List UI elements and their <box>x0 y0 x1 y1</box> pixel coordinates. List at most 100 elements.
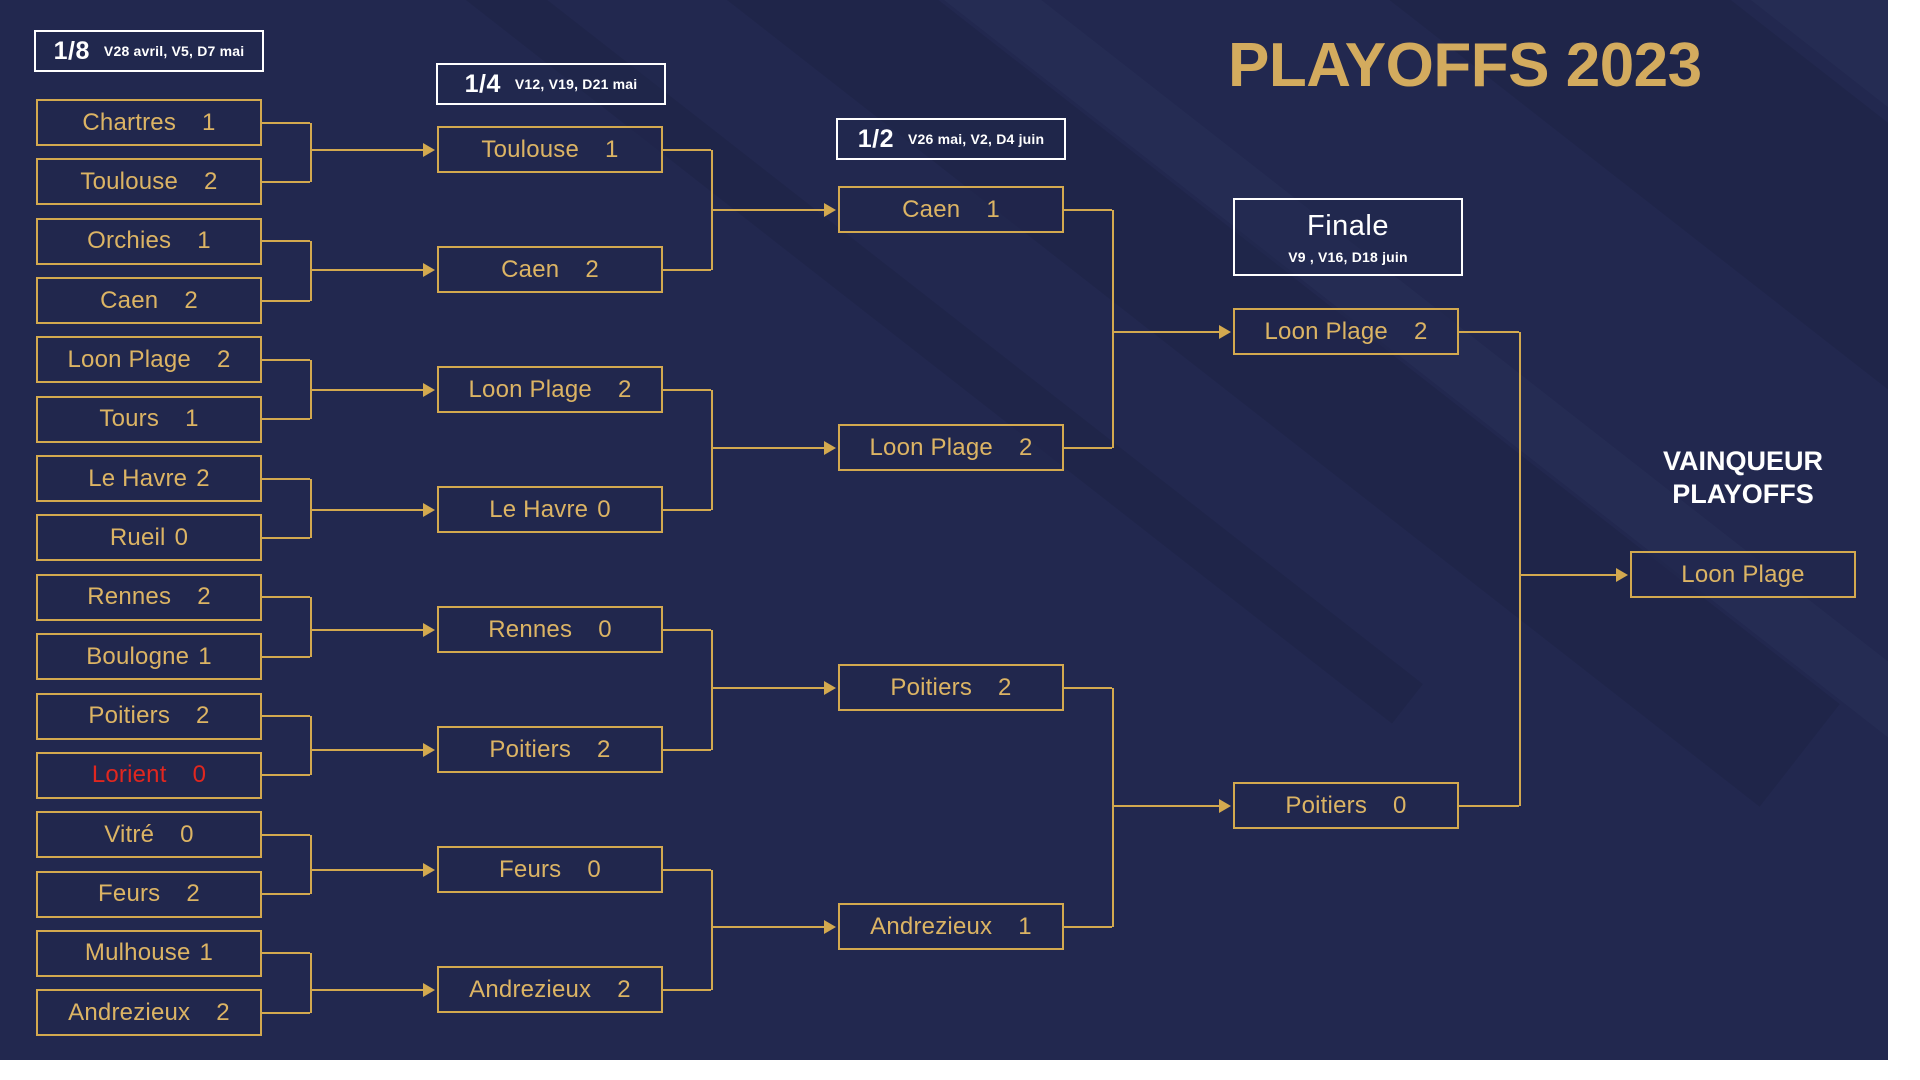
team-score: 1 <box>197 227 211 255</box>
team-score: 2 <box>184 286 198 314</box>
team-name: Poitiers <box>890 673 973 701</box>
connector-line <box>310 745 312 750</box>
connector-arrow <box>423 502 435 517</box>
connector-line <box>711 687 713 690</box>
connector-line <box>262 418 310 421</box>
connector-line <box>1459 330 1519 333</box>
round-dates: V28 avril, V5, D7 mai <box>103 43 245 59</box>
team-name: Rennes <box>87 583 172 611</box>
team-score: 1 <box>605 135 619 163</box>
round-dates: V12, V19, D21 mai <box>514 76 638 92</box>
match-box-r16-14[interactable]: Mulhouse 1 <box>36 929 262 977</box>
connector-line <box>262 358 310 361</box>
team-score: 2 <box>597 735 611 763</box>
page-title: PLAYOFFS 2023 <box>1228 31 1702 100</box>
connector-line <box>310 148 423 151</box>
team-name: Orchies <box>87 227 172 255</box>
decor-stripe <box>1290 0 1888 810</box>
round-name: Finale <box>1307 209 1389 242</box>
decor-stripe <box>210 0 1423 724</box>
connector-line <box>310 748 423 751</box>
connector-line <box>262 655 310 658</box>
connector-line <box>262 299 310 302</box>
connector-line <box>262 715 310 717</box>
connector-line <box>310 834 312 895</box>
connector-line <box>262 180 310 183</box>
team-name: Boulogne <box>86 642 190 670</box>
team-name: Andrezieux <box>469 975 592 1003</box>
connector-arrow <box>824 680 836 695</box>
team-score: 0 <box>597 495 611 523</box>
connector-arrow <box>423 742 435 757</box>
winner-label: VAINQUEUR PLAYOFFS <box>1630 445 1856 511</box>
connector-arrow <box>824 919 836 934</box>
team-name: Feurs <box>499 855 562 883</box>
match-box-qf-5[interactable]: Poitiers 2 <box>437 726 663 773</box>
team-score: 1 <box>199 939 214 967</box>
team-name: Andrezieux <box>68 998 191 1026</box>
connector-line <box>262 1011 310 1014</box>
connector-line <box>711 389 713 510</box>
connector-line <box>310 508 423 511</box>
connector-line <box>1112 804 1219 807</box>
connector-line <box>262 121 310 124</box>
connector-line <box>310 388 423 391</box>
connector-line <box>711 926 713 930</box>
match-box-r16-2[interactable]: Orchies 1 <box>36 217 262 265</box>
team-name: Feurs <box>98 880 161 908</box>
connector-line <box>1064 208 1112 211</box>
team-score: 2 <box>585 255 599 283</box>
connector-line <box>310 626 312 630</box>
champion-box[interactable]: Loon Plage <box>1630 551 1856 598</box>
team-name: Mulhouse <box>84 939 191 967</box>
round-header-final: Finale V9 , V16, D18 juin <box>1233 198 1463 276</box>
connector-line <box>1112 330 1219 333</box>
connector-line <box>1112 687 1114 927</box>
decor-stripe <box>1640 0 1888 790</box>
round-dates: V26 mai, V2, D4 juin <box>907 131 1045 147</box>
connector-line <box>711 686 824 689</box>
connector-arrow <box>1219 798 1231 813</box>
match-box-r16-9[interactable]: Boulogne 1 <box>36 633 262 681</box>
team-score: 2 <box>196 464 210 492</box>
team-name: Rueil <box>109 523 166 551</box>
team-name: Poitiers <box>489 735 572 763</box>
team-name: Caen <box>902 195 961 223</box>
connector-line <box>1064 925 1112 928</box>
team-score: 1 <box>198 642 212 670</box>
team-score: 1 <box>202 108 216 136</box>
team-score: 2 <box>1018 433 1033 461</box>
connector-line <box>663 628 711 631</box>
connector-line <box>1064 446 1112 449</box>
connector-line <box>262 774 310 777</box>
team-name: Lorient <box>91 761 167 789</box>
connector-line <box>262 536 310 539</box>
connector-line <box>1112 328 1114 332</box>
